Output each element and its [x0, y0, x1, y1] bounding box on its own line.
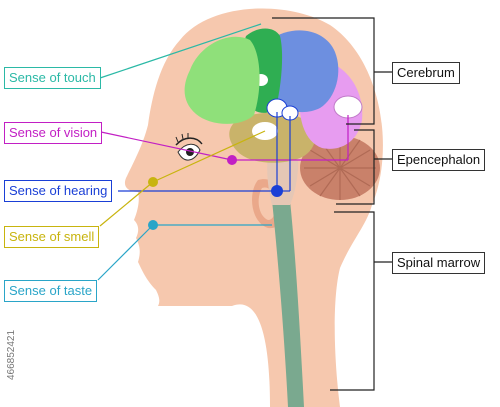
spinal-cord: [272, 200, 304, 407]
touch-connector: [99, 23, 262, 79]
label-sense-of-smell: Sense of smell: [4, 226, 100, 248]
frontal-lobe: [184, 36, 260, 124]
label-sense-of-vision: Sense of vision: [4, 122, 103, 144]
stock-id-text: 466852421: [6, 329, 17, 380]
label-sense-of-touch: Sense of touch: [4, 67, 101, 89]
cerebellum: [300, 136, 380, 200]
label-cerebrum: Cerebrum: [392, 62, 460, 84]
epencephalon-bracket: [336, 129, 394, 205]
spinal-bracket: [330, 211, 394, 391]
parietal-lobe: [264, 30, 339, 113]
hearing-connector: [118, 112, 291, 197]
label-spinal-marrow: Spinal marrow: [392, 252, 486, 274]
label-sense-of-taste: Sense of taste: [4, 280, 98, 302]
label-epencephalon: Epencephalon: [392, 149, 486, 171]
smell-connector: [99, 130, 266, 227]
occipital-marker: [333, 95, 363, 119]
taste-connector: [97, 220, 272, 281]
label-sense-of-hearing: Sense of hearing: [4, 180, 113, 202]
cerebrum-bracket: [272, 17, 394, 125]
